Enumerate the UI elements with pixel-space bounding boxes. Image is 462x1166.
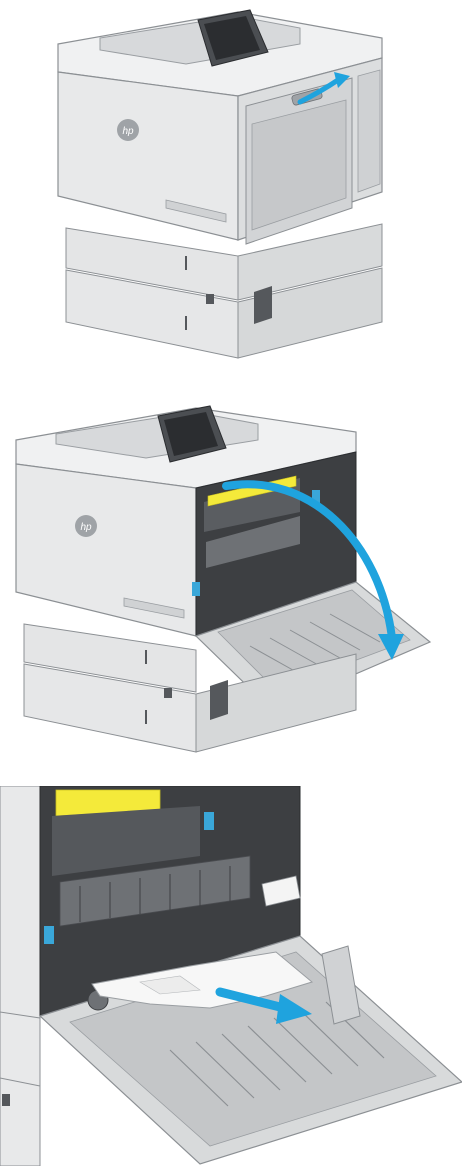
printer-door-open-illustration: hp	[0, 392, 462, 764]
svg-text:hp: hp	[122, 126, 134, 137]
printer-front-edge	[0, 786, 40, 1166]
blue-handle-right	[204, 812, 214, 830]
hp-logo-icon: hp	[117, 119, 139, 141]
tray-3-lock-icon	[2, 1094, 10, 1106]
hp-logo-icon: hp	[75, 515, 97, 537]
blue-handle-left	[192, 582, 200, 596]
printer-closed-illustration: hp	[0, 0, 462, 370]
illustration-step-3	[0, 786, 462, 1166]
blue-handle-left	[44, 926, 54, 944]
tray-3-side-handle	[210, 680, 228, 720]
tray-3-lock-icon	[206, 294, 214, 304]
svg-text:hp: hp	[80, 522, 92, 533]
tray-3-lock-icon	[164, 688, 172, 698]
illustration-step-1: hp	[0, 0, 462, 370]
side-vent	[358, 70, 380, 192]
jam-removal-closeup-illustration	[0, 786, 462, 1166]
illustration-step-2: hp	[0, 392, 462, 764]
tray-3-side-handle	[254, 286, 272, 324]
